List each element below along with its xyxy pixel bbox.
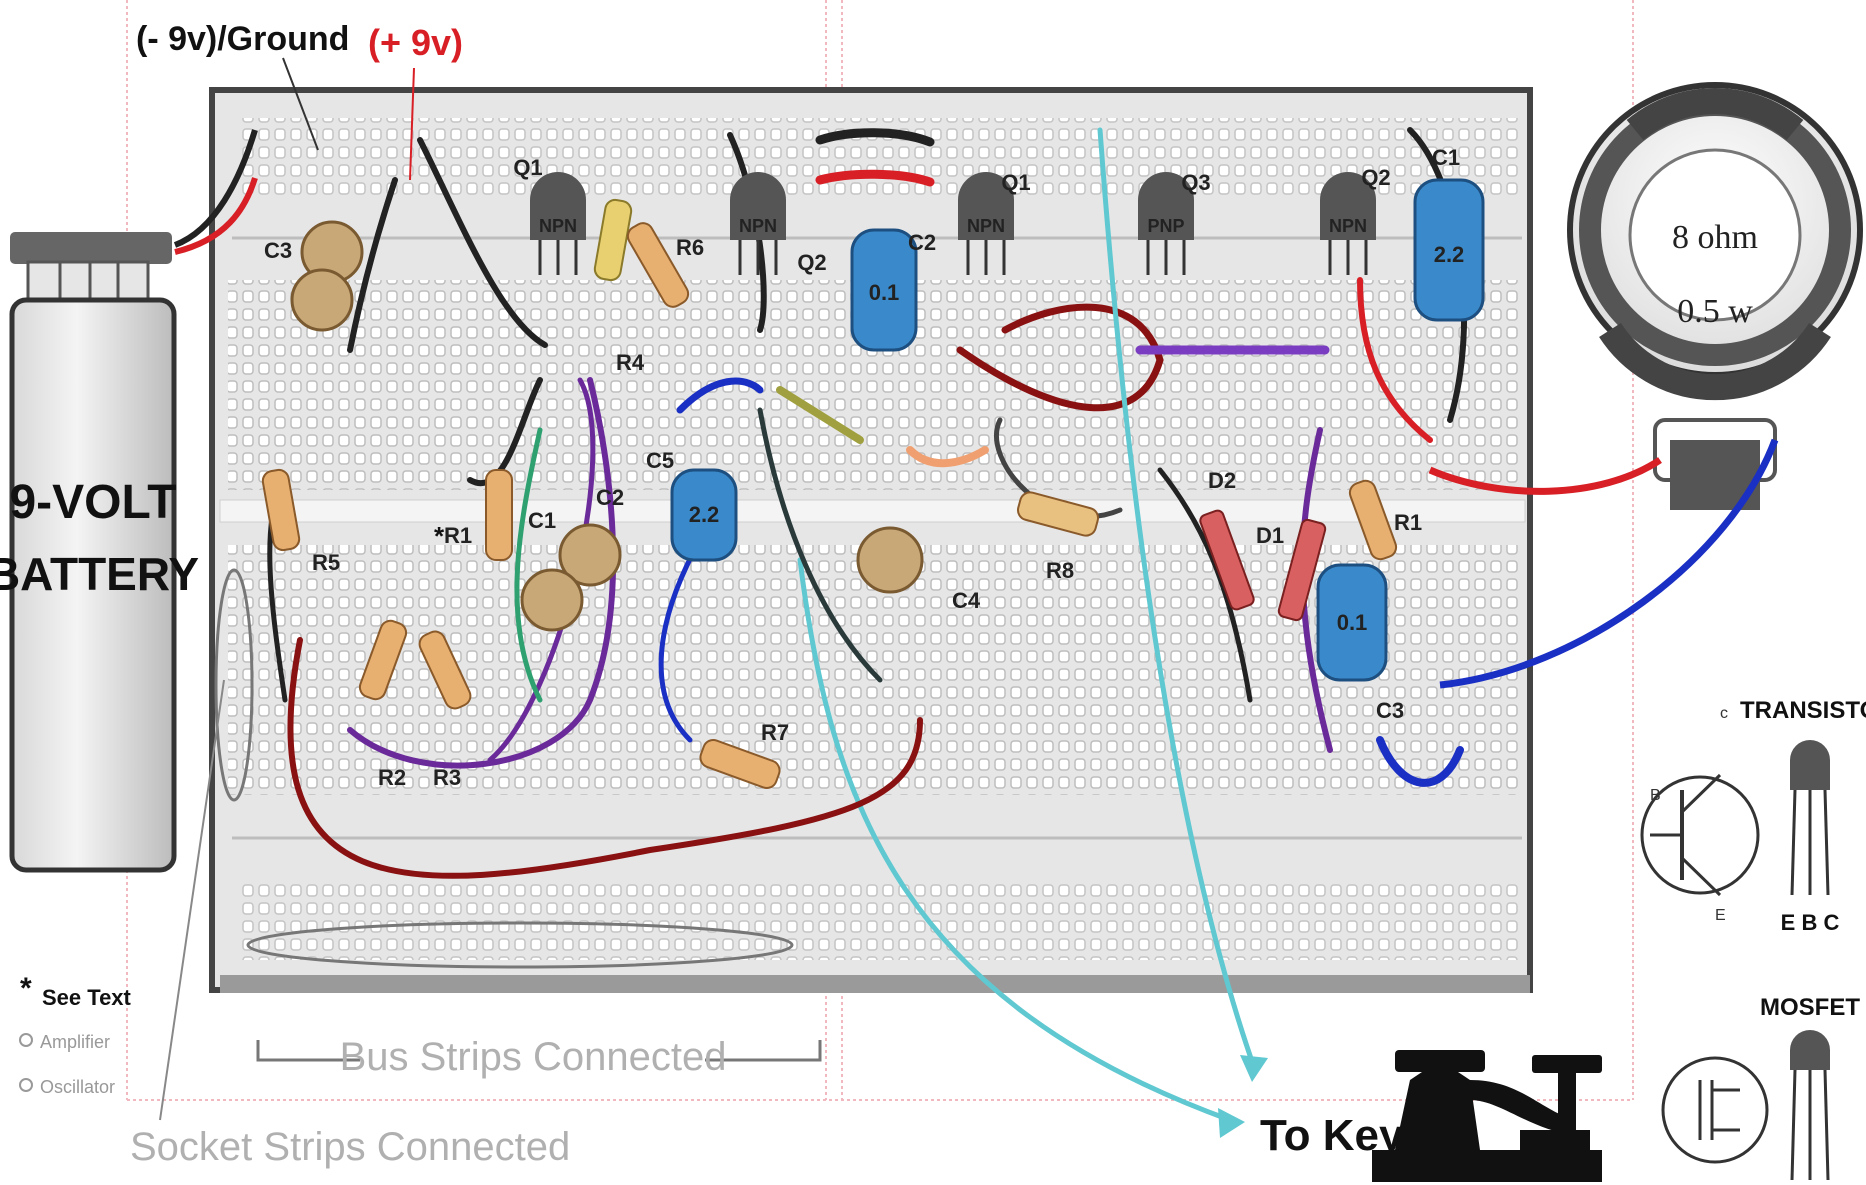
label-d1: D1 <box>1256 523 1284 548</box>
transistor-q1-left: NPN <box>530 172 586 275</box>
label-c2-mid: C2 <box>908 230 936 255</box>
star-mark: * <box>434 521 445 551</box>
guide-lines <box>126 0 1634 1101</box>
label-r1-right: R1 <box>1394 510 1422 535</box>
resistor-r6 <box>626 222 690 308</box>
label-q2-left: Q2 <box>797 250 826 275</box>
battery-label-line1: 9-VOLT <box>9 476 176 529</box>
label-r8: R8 <box>1046 558 1074 583</box>
transistor-q2-left: NPN <box>730 172 786 275</box>
label-d2: D2 <box>1208 468 1236 493</box>
resistor-r1 <box>485 469 513 561</box>
label-r1: R1 <box>444 523 472 548</box>
bus-strips-annotation: Bus Strips Connected <box>256 1035 822 1079</box>
label-c3-right: C3 <box>1376 698 1404 723</box>
label-q1-left: Q1 <box>513 155 542 180</box>
speaker: 8 ohm 0.5 w <box>1567 82 1863 510</box>
npn-label: NPN <box>739 216 777 236</box>
component-labels: Q1 Q2 Q1 Q3 Q2 C1 C2 C3 C1 C2 C5 C4 C3 R… <box>264 145 1460 790</box>
transistor-label: TRANSISTOR <box>1740 697 1866 724</box>
speaker-lead-red <box>1428 457 1662 495</box>
label-r5: R5 <box>312 550 340 575</box>
oscillator-note: Oscillator <box>40 1077 115 1097</box>
ground-label: (- 9v)/Ground <box>136 20 349 58</box>
diode-d1 <box>1277 518 1327 622</box>
label-c3-left: C3 <box>264 238 292 263</box>
capacitor-c5: 2.2 <box>670 468 738 562</box>
label-r6: R6 <box>676 235 704 260</box>
transistors: NPN NPN NPN PNP NPN <box>530 172 1376 275</box>
resistor-r5 <box>261 468 301 552</box>
svg-text:0.1: 0.1 <box>1337 610 1368 635</box>
resistor-r4 <box>593 198 633 282</box>
battery-lead-black <box>173 129 258 248</box>
resistor-r7 <box>699 738 781 790</box>
capacitor-c3-right: 0.1 <box>1316 563 1388 682</box>
resistor-r2 <box>358 619 408 701</box>
label-c2-left: C2 <box>596 485 624 510</box>
speaker-label-line2: 0.5 w <box>1677 293 1753 330</box>
label-c1-top: C1 <box>1432 145 1460 170</box>
label-r7: R7 <box>761 720 789 745</box>
resistor-r8 <box>1016 491 1100 537</box>
capacitor-c2-left <box>520 523 622 632</box>
pnp-label: PNP <box>1147 216 1184 236</box>
speaker-lead-blue <box>1439 438 1779 689</box>
npn-label: NPN <box>967 216 1005 236</box>
wires <box>267 127 1468 1123</box>
svg-text:2.2: 2.2 <box>689 502 720 527</box>
capacitor-c1-top: 2.2 <box>1413 178 1485 322</box>
amplifier-note: Amplifier <box>40 1032 110 1052</box>
center-channel <box>219 499 1526 523</box>
transistor-q1-right: NPN <box>958 172 1014 275</box>
transistor-q2-right: NPN <box>1320 172 1376 275</box>
telegraph-key-icon <box>1372 1050 1602 1182</box>
mosfet-label: MOSFET <box>1760 994 1860 1021</box>
capacitors: 2.2 0.1 2.2 0.1 <box>290 178 1485 682</box>
label-r4: R4 <box>616 350 645 375</box>
capacitor-c2-mid: 0.1 <box>850 228 918 352</box>
label-c1-left: C1 <box>528 508 556 533</box>
capacitor-c3-left <box>290 220 364 332</box>
mosfet-pinout: MOSFET <box>1661 994 1860 1181</box>
label-q1-right: Q1 <box>1001 170 1030 195</box>
battery: 9-VOLT BATTERY <box>0 232 199 873</box>
npn-label: NPN <box>539 216 577 236</box>
diode-d2 <box>1199 509 1255 611</box>
resistor-r1-right <box>1348 479 1398 561</box>
resistors <box>261 198 1398 790</box>
key-arrows <box>1218 1055 1268 1138</box>
svg-text:2.2: 2.2 <box>1434 242 1465 267</box>
ebc-label: E B C <box>1781 910 1840 935</box>
resistor-r3 <box>418 630 472 710</box>
see-text-note: See Text <box>42 985 132 1010</box>
label-c5: C5 <box>646 448 674 473</box>
npn-label: NPN <box>1329 216 1367 236</box>
svg-text:*: * <box>20 972 32 1005</box>
capacitor-c4 <box>856 526 924 594</box>
plus9v-label: (+ 9v) <box>368 22 463 63</box>
battery-lead-red <box>174 177 258 255</box>
transistor-pinout: TRANSISTOR c B E E B C <box>1640 697 1866 935</box>
label-q3: Q3 <box>1181 170 1210 195</box>
label-r3: R3 <box>433 765 461 790</box>
svg-text:0.1: 0.1 <box>869 280 900 305</box>
svg-text:c: c <box>1720 705 1728 722</box>
svg-text:E: E <box>1715 907 1726 924</box>
legend-notes: * See Text Amplifier Oscillator <box>19 972 132 1097</box>
battery-label-line2: BATTERY <box>0 548 199 600</box>
transistor-q3: PNP <box>1138 172 1194 275</box>
speaker-label-line1: 8 ohm <box>1672 219 1758 256</box>
label-c4: C4 <box>952 588 981 613</box>
label-q2-right: Q2 <box>1361 165 1390 190</box>
svg-text:B: B <box>1650 787 1661 804</box>
bus-strips-label: Bus Strips Connected <box>340 1035 727 1079</box>
label-r2: R2 <box>378 765 406 790</box>
socket-strips-label: Socket Strips Connected <box>130 1125 570 1169</box>
bottom-bus-strip <box>240 880 1520 960</box>
